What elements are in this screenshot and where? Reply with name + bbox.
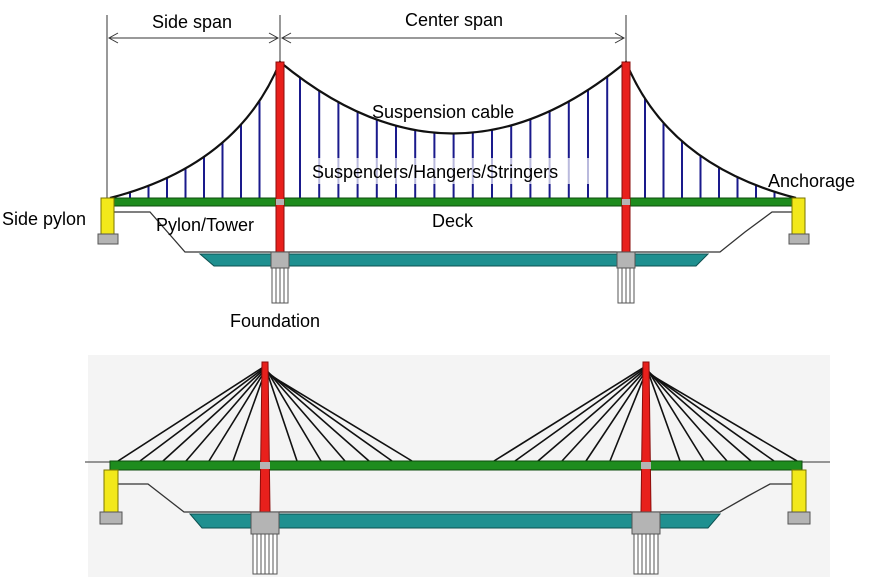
stay-cable <box>185 369 266 462</box>
water-body <box>188 513 722 529</box>
stay-cable <box>645 365 681 462</box>
pylon-tower-label: Pylon/Tower <box>156 215 254 235</box>
side-span-label: Side span <box>152 12 232 32</box>
foundation-label: Foundation <box>230 311 320 331</box>
side-pylon-label: Side pylon <box>2 209 86 229</box>
stay-cable <box>609 371 647 462</box>
stay-cable <box>264 371 413 462</box>
deck <box>109 460 803 471</box>
stay-cables-group <box>117 365 798 462</box>
stay-cable <box>208 370 266 462</box>
deck-tower-joint <box>260 462 270 469</box>
side-pylon-left <box>97 197 119 245</box>
suspension-bridge: Side span Center span Suspension cable S… <box>2 10 855 331</box>
suspension-cable-label: Suspension cable <box>372 102 514 122</box>
foundation-left <box>270 251 290 304</box>
deck-tower-joint <box>622 199 630 205</box>
stay-cable <box>514 366 647 462</box>
stay-cable <box>493 365 647 462</box>
stay-cable <box>645 366 705 462</box>
deck-tower-joint <box>276 199 284 205</box>
cable-stayed-bridge <box>85 355 830 577</box>
stay-cable <box>264 366 322 462</box>
stay-cable <box>264 370 393 462</box>
side-pylon-right <box>787 469 811 525</box>
foundation-right <box>616 251 636 304</box>
suspenders-label: Suspenders/Hangers/Stringers <box>312 162 558 182</box>
pylon-tower-left <box>275 61 285 255</box>
stay-cable <box>537 367 647 462</box>
anchorage-label: Anchorage <box>768 171 855 191</box>
label-background <box>305 158 592 184</box>
stay-cable <box>162 367 266 462</box>
stay-cable <box>645 367 728 462</box>
stay-cable <box>585 370 647 462</box>
side-pylon-left <box>99 469 123 525</box>
deck-tower-joint <box>641 462 651 469</box>
foundation-right <box>631 511 661 575</box>
terrain-profile <box>112 483 800 513</box>
suspension-cable <box>109 60 797 200</box>
arrowhead <box>280 32 292 44</box>
arrowhead <box>268 32 280 44</box>
side-pylon-right <box>788 197 810 245</box>
stay-cable <box>139 366 266 462</box>
stay-cable <box>645 370 775 462</box>
pylon-tower-right <box>621 61 631 255</box>
stay-cable <box>264 368 370 462</box>
stay-cable <box>264 367 346 462</box>
arrowhead <box>614 32 626 44</box>
deck <box>105 197 801 207</box>
arrowhead <box>107 32 119 44</box>
stay-cable <box>561 369 647 462</box>
water-body <box>198 253 710 267</box>
stay-cable <box>645 368 752 462</box>
terrain-profile <box>112 211 800 253</box>
stay-cable <box>645 371 798 462</box>
pylon-tower-left <box>259 361 271 513</box>
stay-cable <box>232 371 266 462</box>
stay-cable <box>117 365 266 462</box>
pylon-tower-right <box>640 361 652 513</box>
deck-label: Deck <box>432 211 474 231</box>
center-span-label: Center span <box>405 10 503 30</box>
foundation-left <box>250 511 280 575</box>
stay-cable <box>264 365 298 462</box>
